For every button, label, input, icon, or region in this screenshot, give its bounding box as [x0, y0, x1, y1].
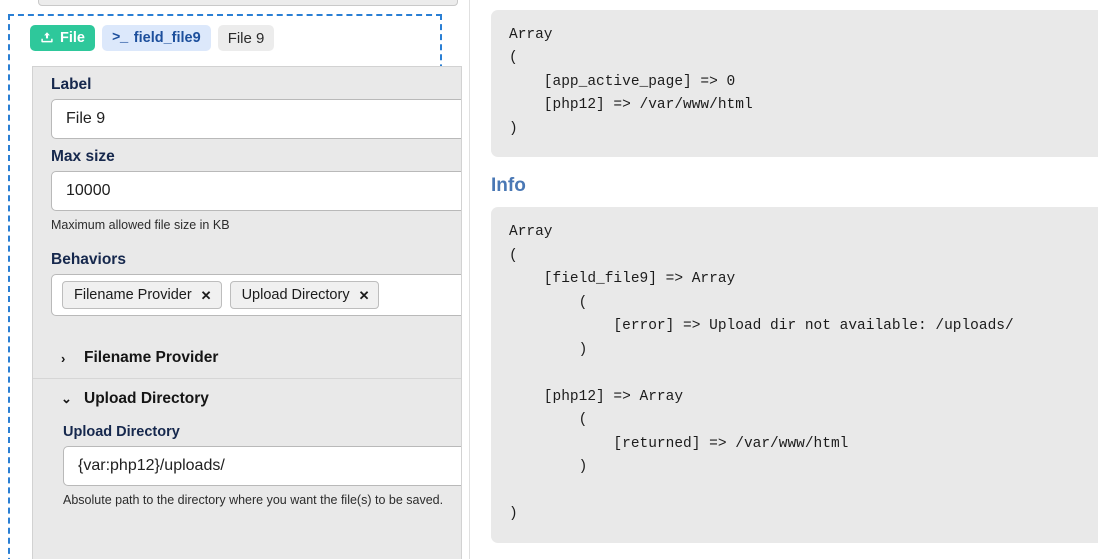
chevron-down-icon: ⌄	[61, 390, 72, 406]
accordion-item-upload-directory[interactable]: ⌄ Upload Directory	[33, 378, 461, 418]
remove-behavior-icon[interactable]: ✕	[200, 287, 212, 303]
upload-directory-field-label: Upload Directory	[63, 424, 180, 440]
upload-directory-help-text: Absolute path to the directory where you…	[63, 493, 444, 507]
behavior-chip[interactable]: Filename Provider ✕	[62, 281, 222, 309]
behaviors-field-label: Behaviors	[51, 251, 126, 268]
previous-widget-sliver	[38, 0, 458, 6]
behaviors-accordion: › Filename Provider ⌄ Upload Directory U…	[33, 338, 461, 507]
info-output-block: Array ( [field_file9] => Array ( [error]…	[491, 207, 1098, 543]
upload-directory-field-wrap	[45, 446, 461, 486]
chevron-right-icon: ›	[61, 350, 66, 366]
upload-icon	[40, 31, 54, 45]
upload-directory-input[interactable]	[63, 446, 461, 486]
label-input[interactable]	[51, 99, 461, 139]
accordion-body-upload-directory: Upload Directory Absolute path to the di…	[33, 418, 461, 507]
behavior-chip-label: Filename Provider	[74, 287, 192, 303]
debug-output-pane: Array ( [app_active_page] => 0 [php12] =…	[471, 0, 1098, 559]
field-name-badge[interactable]: >_ field_file9	[101, 25, 211, 51]
field-title-badge-label: File 9	[227, 29, 265, 47]
max-size-help-text: Maximum allowed file size in KB	[51, 218, 230, 232]
behaviors-chip-box[interactable]: Filename Provider ✕ Upload Directory ✕	[51, 274, 461, 316]
variables-output-block: Array ( [app_active_page] => 0 [php12] =…	[491, 10, 1098, 158]
max-size-field-label: Max size	[51, 148, 115, 165]
file-type-badge[interactable]: File	[30, 25, 95, 51]
accordion-item-label: Upload Directory	[84, 389, 209, 407]
label-field-label: Label	[51, 76, 92, 93]
accordion-item-label: Filename Provider	[84, 349, 219, 366]
field-title-badge[interactable]: File 9	[217, 25, 275, 51]
behavior-chip-label: Upload Directory	[241, 287, 350, 303]
accordion-item-filename-provider[interactable]: › Filename Provider	[33, 338, 461, 378]
info-section-heading: Info	[491, 175, 526, 197]
form-editor-pane: File >_ field_file9 File 9 Label Max siz…	[0, 0, 470, 559]
selected-field-block[interactable]: File >_ field_file9 File 9 Label Max siz…	[8, 14, 462, 559]
field-name-badge-label: field_file9	[133, 29, 201, 46]
field-badge-row: File >_ field_file9 File 9	[30, 25, 275, 51]
file-type-badge-label: File	[60, 29, 85, 46]
label-field-wrap	[33, 99, 461, 139]
max-size-field-wrap	[33, 171, 461, 211]
remove-behavior-icon[interactable]: ✕	[358, 287, 370, 303]
field-settings-panel: Label Max size Maximum allowed file size…	[32, 66, 462, 559]
behavior-chip[interactable]: Upload Directory ✕	[229, 281, 380, 309]
terminal-icon: >_	[111, 30, 128, 46]
max-size-input[interactable]	[51, 171, 461, 211]
